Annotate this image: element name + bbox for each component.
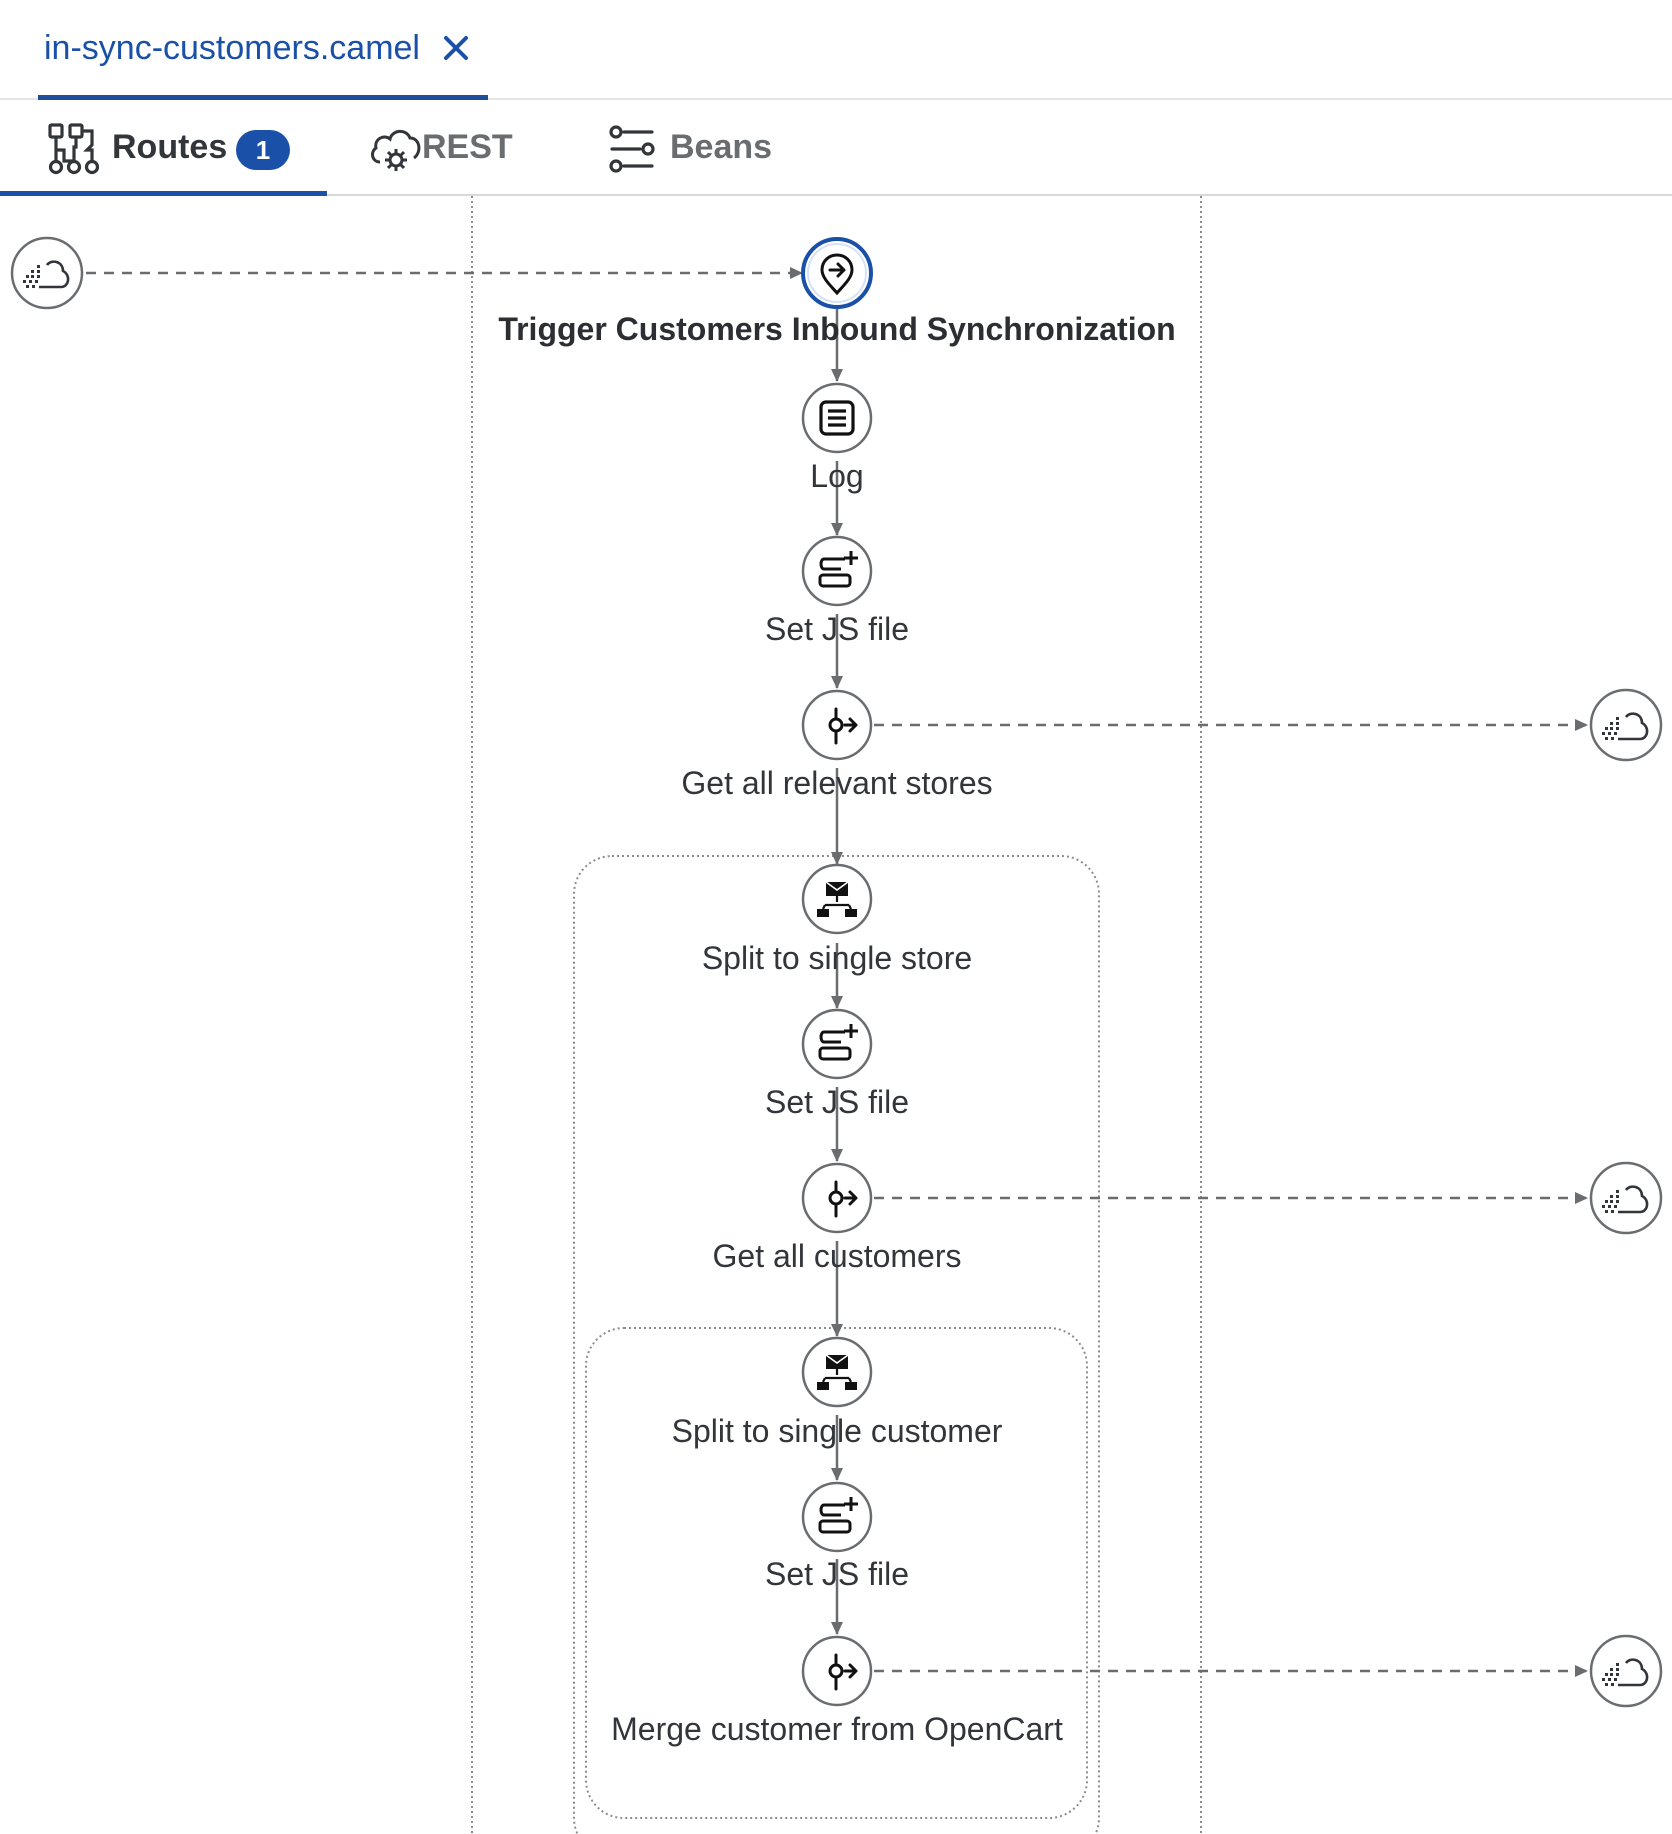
tab-routes[interactable]: Routes 1 — [0, 100, 327, 196]
route-diagram — [10, 196, 1663, 1834]
step-label-split-store[interactable]: Split to single store — [701, 940, 973, 976]
tab-routes-label: Routes — [112, 128, 228, 166]
split-store-container — [573, 855, 1100, 1834]
cloud-endpoint-icon[interactable] — [10, 236, 84, 310]
enrich-icon[interactable] — [801, 1162, 873, 1234]
cloud-endpoint-icon[interactable] — [1589, 688, 1663, 762]
tab-beans-label: Beans — [670, 128, 773, 166]
step-label-set-js-file[interactable]: Set JS file — [764, 1556, 910, 1592]
tab-rest-label: REST — [422, 128, 513, 166]
set-header-icon[interactable] — [801, 1008, 873, 1080]
beans-settings-icon — [609, 125, 655, 173]
set-header-icon[interactable] — [801, 535, 873, 607]
enrich-icon[interactable] — [801, 1635, 873, 1707]
log-icon[interactable] — [801, 382, 873, 454]
split-customer-container — [585, 1327, 1088, 1819]
routes-count-badge: 1 — [236, 130, 290, 170]
step-label-set-js-file[interactable]: Set JS file — [764, 1084, 910, 1120]
file-tab-bar: in-sync-customers.camel — [0, 0, 1672, 100]
route-start-icon[interactable] — [801, 237, 873, 309]
split-icon[interactable] — [801, 1336, 873, 1408]
cloud-endpoint-icon[interactable] — [1589, 1161, 1663, 1235]
rest-cloud-gear-icon — [371, 129, 421, 171]
close-icon[interactable] — [434, 26, 478, 70]
step-label-get-customers[interactable]: Get all customers — [712, 1238, 962, 1274]
step-label-set-js-file[interactable]: Set JS file — [764, 611, 910, 647]
routes-icon — [48, 123, 100, 175]
cloud-endpoint-icon[interactable] — [1589, 1634, 1663, 1708]
tab-beans[interactable]: Beans — [600, 100, 780, 196]
designer-tabs: Routes 1 REST Beans — [0, 100, 1672, 196]
set-header-icon[interactable] — [801, 1481, 873, 1553]
step-label-get-stores[interactable]: Get all relevant stores — [681, 765, 993, 801]
step-label-merge-customer[interactable]: Merge customer from OpenCart — [611, 1711, 1063, 1747]
step-label-trigger[interactable]: Trigger Customers Inbound Synchronizatio… — [498, 311, 1176, 347]
route-frame — [471, 196, 1202, 1834]
external-edges — [86, 267, 1588, 1677]
step-label-split-customer[interactable]: Split to single customer — [671, 1413, 1003, 1449]
route-canvas[interactable]: Trigger Customers Inbound Synchronizatio… — [0, 196, 1672, 1834]
tab-rest[interactable]: REST — [360, 100, 520, 196]
split-icon[interactable] — [801, 863, 873, 935]
step-label-log[interactable]: Log — [810, 458, 864, 494]
enrich-icon[interactable] — [801, 689, 873, 761]
file-tab-title[interactable]: in-sync-customers.camel — [44, 29, 420, 67]
file-tab[interactable]: in-sync-customers.camel — [38, 0, 488, 100]
